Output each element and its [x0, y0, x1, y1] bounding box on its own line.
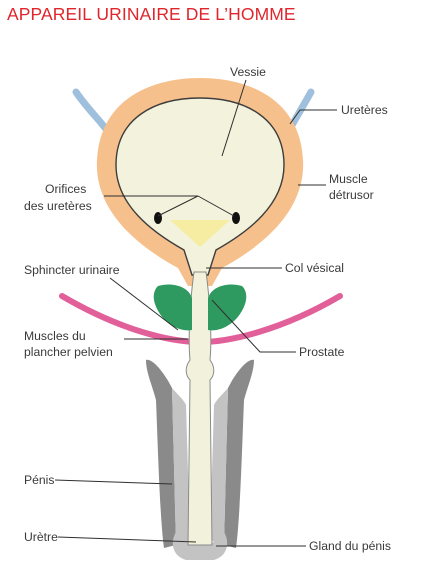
leader-orifices-b: [197, 195, 235, 217]
label-prostate: Prostate: [299, 345, 345, 359]
bladder-interior: [115, 97, 285, 276]
prostate-right-lobe: [208, 284, 247, 331]
penis-corpus-left-inner: [172, 388, 190, 545]
label-ureteres: Uretères: [341, 103, 388, 117]
leader-prostate: [211, 299, 296, 353]
label-orifices-line1: Orifices: [45, 182, 86, 196]
label-sphincter: Sphincter urinaire: [24, 263, 120, 277]
label-muscle-detrusor-line1: Muscle: [329, 172, 368, 186]
bladder-trigone: [170, 220, 230, 247]
leader-ureteres: [289, 109, 337, 125]
glans-penis: [172, 532, 228, 560]
right-ureteral-orifice: [232, 212, 240, 224]
label-muscles-plancher-line2: plancher pelvien: [24, 345, 113, 359]
prostate-left-lobe: [153, 284, 192, 331]
label-muscles-plancher-line1: Muscles du: [24, 329, 86, 343]
label-orifices-line2: des uretères: [24, 199, 92, 213]
label-vessie: Vessie: [230, 65, 266, 79]
diagram-title: APPAREIL URINAIRE DE L’HOMME: [7, 4, 296, 24]
label-col-vesical: Col vésical: [285, 261, 344, 275]
leader-sphincter: [109, 277, 179, 331]
leader-uretre: [57, 536, 197, 543]
label-uretre: Urètre: [24, 530, 58, 544]
left-ureteral-orifice: [154, 212, 162, 224]
label-penis: Pénis: [24, 473, 55, 487]
penis-corpus-left: [146, 359, 176, 548]
penis-corpus-right-inner: [210, 388, 228, 545]
leader-penis: [54, 479, 173, 485]
label-gland: Gland du pénis: [309, 539, 391, 553]
leader-vessie: [221, 79, 247, 157]
label-muscle-detrusor-line2: détrusor: [329, 188, 374, 202]
penis-corpus-right: [224, 359, 254, 548]
